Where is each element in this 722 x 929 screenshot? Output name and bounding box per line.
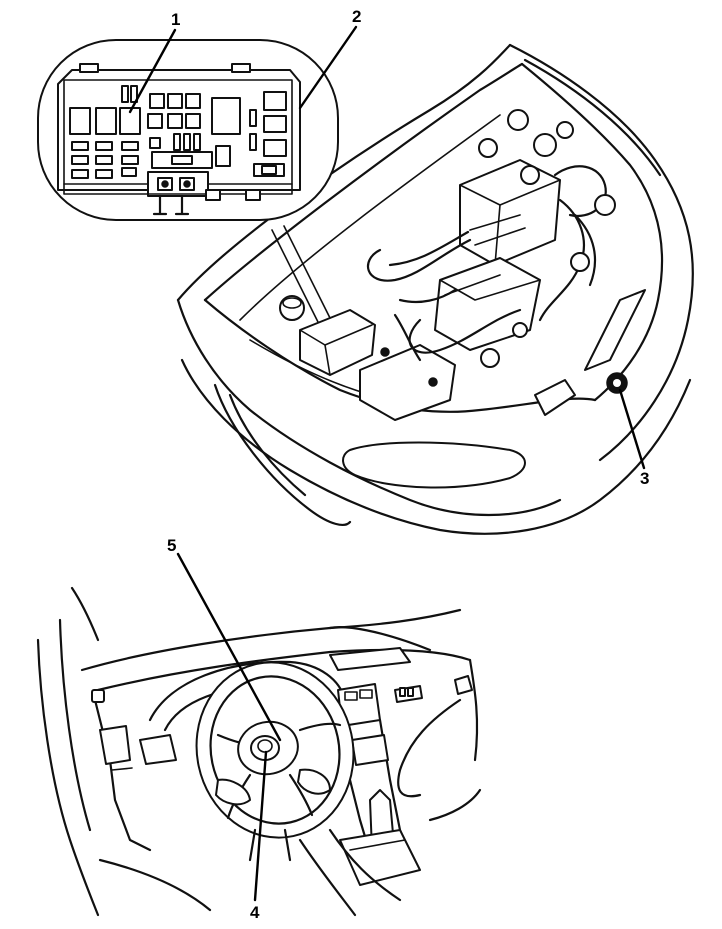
fuse-box-inset (37, 39, 339, 221)
leader-line-4 (253, 750, 268, 902)
leader-line-5 (176, 552, 282, 742)
leader-line-1 (128, 28, 177, 114)
callout-4: 4 (250, 903, 260, 922)
engine-bay-illustration (176, 43, 694, 535)
inset-connector-line (271, 225, 331, 323)
callout-labels: 1 2 3 5 4 (167, 7, 649, 922)
callout-1: 1 (171, 10, 180, 29)
cockpit-illustration (36, 586, 482, 917)
callout-3: 3 (640, 469, 649, 488)
callout-2: 2 (352, 7, 361, 26)
callout-5: 5 (167, 536, 176, 555)
leader-lines (128, 25, 646, 902)
leader-line-3 (618, 388, 646, 470)
leader-line-2 (298, 25, 358, 110)
